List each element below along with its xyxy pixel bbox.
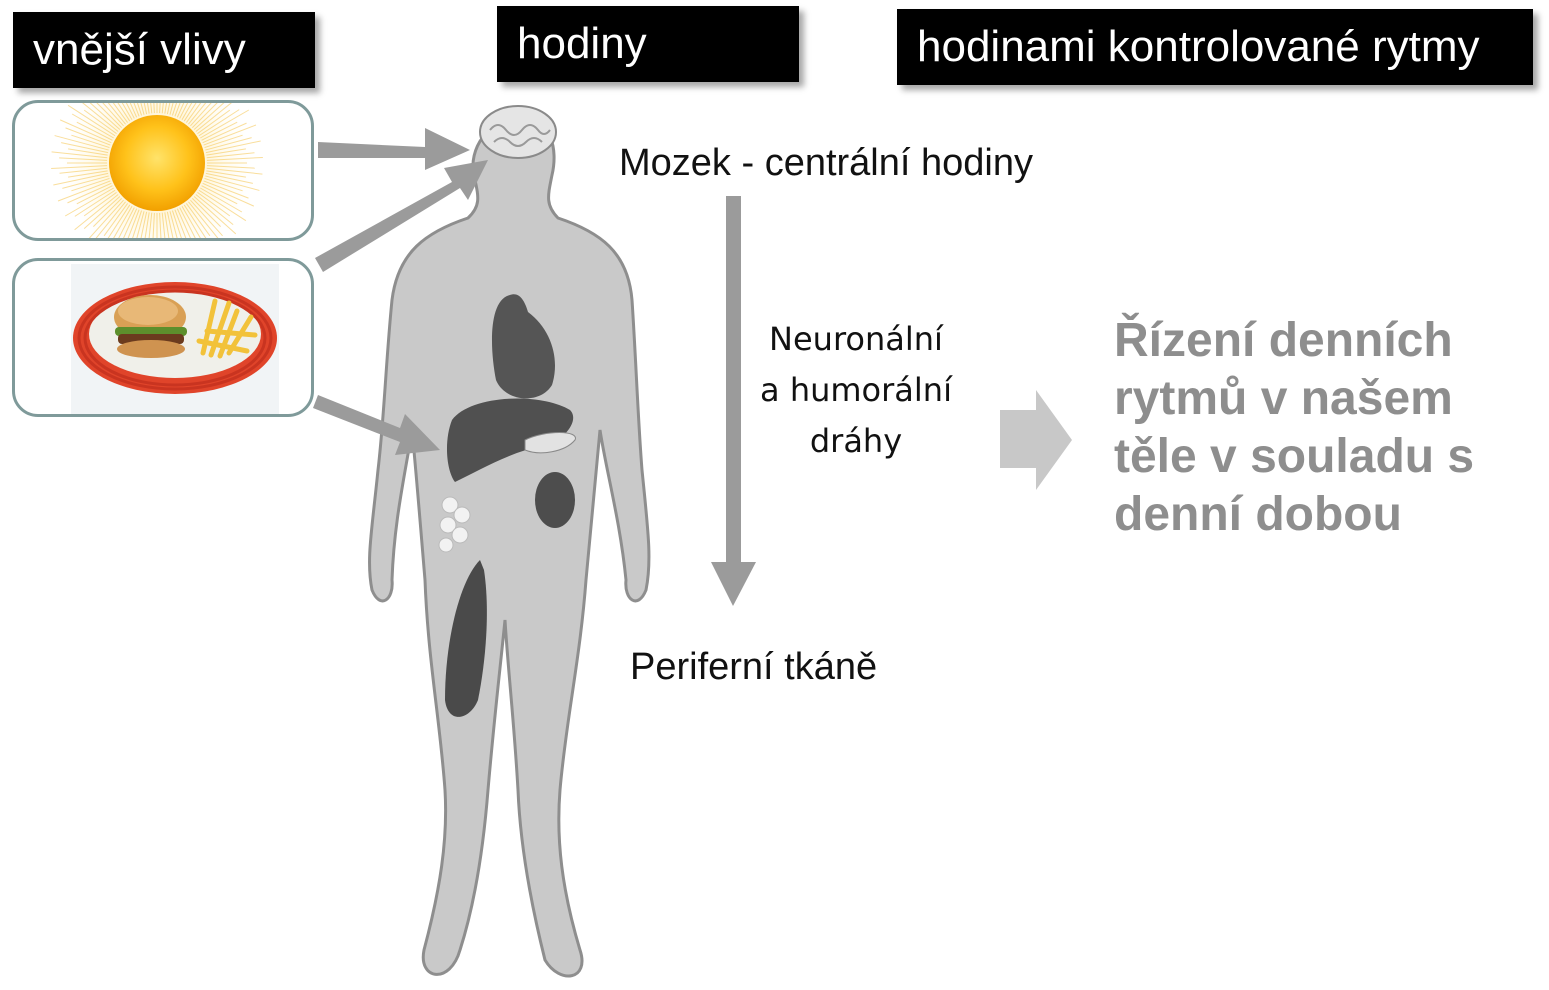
brain-icon: [480, 106, 556, 158]
pathway-line: Neuronální: [745, 314, 967, 365]
arrow-sun-to-brain: [318, 128, 470, 170]
result-line: těle v souladu s: [1114, 428, 1534, 486]
neuronal-humoral-pathways-label: Neuronální a humorální dráhy: [745, 314, 967, 468]
pathway-line: dráhy: [745, 416, 967, 467]
brain-central-clock-label: Mozek - centrální hodiny: [619, 142, 1033, 185]
arrow-to-result: [1000, 390, 1072, 490]
pathway-line: a humorální: [745, 365, 967, 416]
result-line: denní dobou: [1114, 486, 1534, 544]
result-line: Řízení denních: [1114, 312, 1534, 370]
human-body-silhouette: [370, 106, 649, 976]
kidney-icon: [535, 472, 575, 528]
peripheral-tissues-label: Periferní tkáně: [630, 646, 877, 689]
result-line: rytmů v našem: [1114, 370, 1534, 428]
daily-rhythm-control-text: Řízení denních rytmů v našem těle v soul…: [1114, 312, 1534, 544]
